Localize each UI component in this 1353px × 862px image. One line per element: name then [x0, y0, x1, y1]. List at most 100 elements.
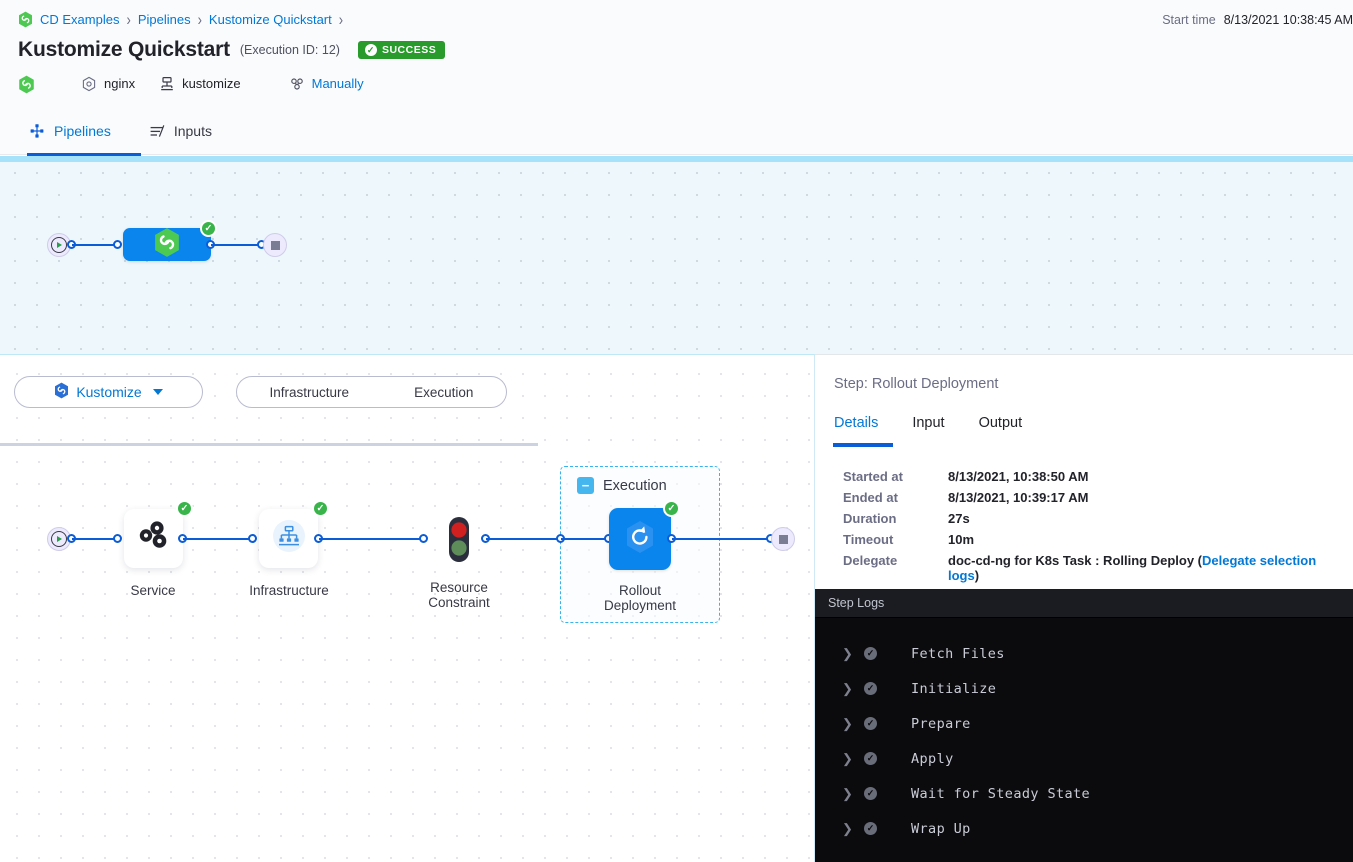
service-hex-icon	[81, 76, 97, 92]
harness-logo-icon	[18, 11, 33, 28]
step-details-tab-rule	[0, 443, 538, 446]
section-option-infrastructure[interactable]: Infrastructure	[269, 384, 350, 400]
chevron-right-icon[interactable]: ❯	[842, 751, 853, 766]
chevron-down-icon[interactable]	[152, 389, 163, 395]
graph-edge	[486, 538, 558, 540]
log-row-label: Wrap Up	[911, 820, 971, 837]
tab-details[interactable]: Details	[834, 415, 879, 431]
log-row-label: Initialize	[911, 680, 997, 697]
meta-label-infrastructure: kustomize	[182, 76, 241, 91]
delegate-text-suffix: )	[974, 568, 980, 583]
step-logs-header: Step Logs	[815, 589, 1353, 618]
harness-logo-icon	[54, 382, 69, 402]
stage-start-node[interactable]	[47, 527, 71, 551]
stage-selector[interactable]: Kustomize	[14, 376, 203, 408]
pipeline-canvas[interactable]: ✓ Kustomize	[0, 156, 1353, 354]
infrastructure-tree-icon	[270, 517, 308, 560]
trigger-manual-icon	[289, 76, 305, 92]
edge-port	[113, 240, 122, 249]
stop-square-icon	[270, 240, 280, 250]
breadcrumb-separator-trailing: ›	[338, 10, 344, 29]
log-status-success-icon: ✓	[864, 717, 877, 730]
field-value: doc-cd-ng for K8s Task : Rolling Deploy …	[948, 553, 1343, 583]
step-node-rollout-deployment[interactable]	[609, 508, 671, 570]
check-circle-icon: ✓	[364, 44, 377, 56]
tab-label-pipelines: Pipelines	[54, 123, 111, 139]
edge-port	[419, 534, 428, 543]
step-node-label-service: Service	[130, 583, 176, 598]
active-tab-indicator	[27, 153, 141, 157]
chevron-right-icon[interactable]: ❯	[842, 821, 853, 836]
stage-selector-label: Kustomize	[76, 384, 142, 400]
tab-pipelines[interactable]: Pipelines	[27, 118, 113, 151]
step-node-label-rollout-deployment: Rollout Deployment	[603, 583, 677, 614]
graph-edge	[672, 538, 770, 540]
field-started-at: Started at 8/13/2021, 10:38:50 AM	[843, 469, 1343, 484]
log-status-success-icon: ✓	[864, 822, 877, 835]
log-row[interactable]: ❯ ✓ Apply	[815, 741, 1353, 776]
field-value: 8/13/2021, 10:38:50 AM	[948, 469, 1089, 484]
traffic-light-icon	[446, 517, 472, 567]
step-status-success-icon: ✓	[176, 500, 193, 517]
step-logs-title: Step Logs	[828, 596, 885, 610]
meta-item-harness	[18, 75, 34, 94]
meta-label-trigger[interactable]: Manually	[311, 76, 364, 91]
breadcrumb: CD Examples › Pipelines › Kustomize Quic…	[18, 10, 344, 29]
field-value: 27s	[948, 511, 970, 526]
log-row[interactable]: ❯ ✓ Initialize	[815, 671, 1353, 706]
tab-inputs[interactable]: Inputs	[147, 118, 214, 151]
step-status-success-icon: ✓	[663, 500, 680, 517]
breadcrumb-item-0[interactable]: CD Examples	[40, 12, 120, 27]
stop-square-icon	[778, 534, 788, 544]
meta-item-trigger[interactable]: Manually	[289, 76, 364, 92]
rollout-refresh-icon	[619, 516, 661, 563]
graph-edge	[211, 244, 261, 246]
chevron-right-icon[interactable]: ❯	[842, 681, 853, 696]
step-node-infrastructure[interactable]	[259, 509, 318, 568]
page-header: CD Examples › Pipelines › Kustomize Quic…	[0, 0, 1353, 157]
edge-port	[248, 534, 257, 543]
status-badge: ✓ SUCCESS	[357, 41, 446, 59]
start-time-value: 8/13/2021 10:38:45 AM	[1223, 13, 1353, 27]
edge-port	[113, 534, 122, 543]
step-node-label-resource-constraint: Resource Constraint	[428, 580, 490, 611]
start-time-label: Start time	[1162, 13, 1216, 27]
section-option-execution[interactable]: Execution	[414, 384, 474, 400]
step-node-service[interactable]	[124, 509, 183, 568]
tab-input[interactable]: Input	[912, 415, 945, 431]
log-row[interactable]: ❯ ✓ Prepare	[815, 706, 1353, 741]
breadcrumb-item-2[interactable]: Kustomize Quickstart	[208, 12, 332, 27]
chevron-right-icon[interactable]: ❯	[842, 716, 853, 731]
log-row[interactable]: ❯ ✓ Fetch Files	[815, 636, 1353, 671]
main-tabs: Pipelines Inputs	[27, 118, 214, 151]
tab-output[interactable]: Output	[978, 415, 1023, 431]
meta-item-service: nginx	[81, 76, 135, 92]
service-cogs-icon	[137, 520, 171, 557]
tab-label-inputs: Inputs	[173, 123, 212, 139]
execution-id: (Execution ID: 12)	[239, 43, 340, 57]
section-selector[interactable]: Infrastructure Execution	[236, 376, 507, 408]
stage-status-success-icon: ✓	[200, 220, 217, 237]
page-title: Kustomize Quickstart	[18, 38, 230, 61]
breadcrumb-item-1[interactable]: Pipelines	[137, 12, 191, 27]
canvas-top-accent-bar	[0, 156, 1353, 162]
delegate-selection-logs-link[interactable]: Delegate selection logs	[948, 553, 1317, 583]
chevron-right-icon[interactable]: ❯	[842, 786, 853, 801]
step-status-success-icon: ✓	[312, 500, 329, 517]
field-key: Timeout	[843, 532, 894, 547]
field-ended-at: Ended at 8/13/2021, 10:39:17 AM	[843, 490, 1343, 505]
field-key: Delegate	[843, 553, 898, 568]
stage-canvas[interactable]: ✓ Service	[0, 354, 815, 862]
pipeline-end-node[interactable]	[263, 233, 287, 257]
stage-end-node[interactable]	[771, 527, 795, 551]
log-row[interactable]: ❯ ✓ Wrap Up	[815, 811, 1353, 846]
chevron-right-icon[interactable]: ❯	[842, 646, 853, 661]
log-row-label: Apply	[911, 750, 954, 767]
step-node-resource-constraint[interactable]	[446, 516, 472, 563]
title-row: Kustomize Quickstart (Execution ID: 12) …	[18, 38, 446, 62]
stage-node-kustomize[interactable]	[123, 227, 211, 261]
minus-icon[interactable]: −	[577, 477, 594, 494]
log-row[interactable]: ❯ ✓ Wait for Steady State	[815, 776, 1353, 811]
step-logs-list: ❯ ✓ Fetch Files ❯ ✓ Initialize ❯ ✓ Prepa…	[815, 618, 1353, 846]
